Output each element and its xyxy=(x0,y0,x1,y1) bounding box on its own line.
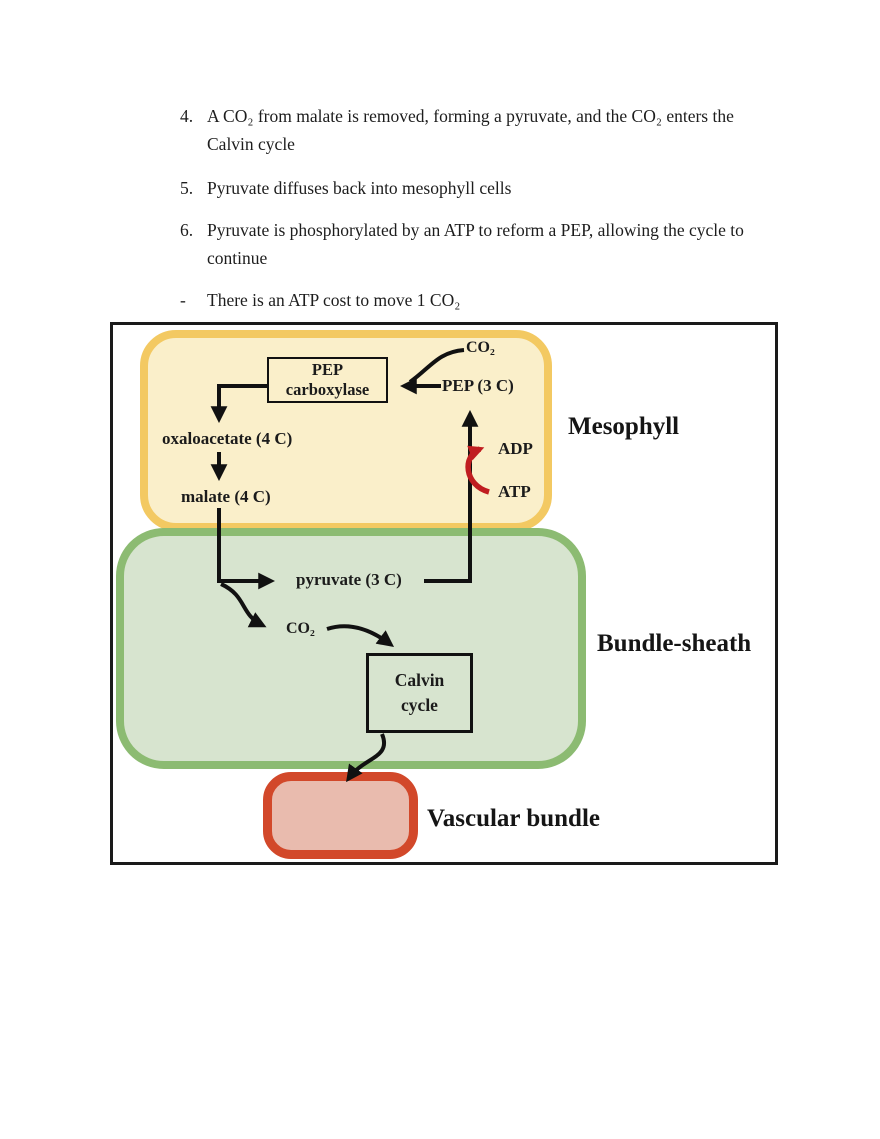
note-text: Pyruvate diffuses back into mesophyll ce… xyxy=(207,178,512,198)
calvin-cycle-box: Calvin cycle xyxy=(366,653,473,733)
pyruvate-label: pyruvate (3 C) xyxy=(296,570,402,589)
calvin-cycle-label-line1: Calvin xyxy=(394,670,445,690)
note-text: A CO₂ from malate is removed, forming a … xyxy=(207,106,734,154)
co2-top-label: CO₂ xyxy=(466,339,495,356)
bundle-sheath-region-label: Bundle-sheath xyxy=(597,630,752,657)
note-text: Pyruvate is phosphorylated by an ATP to … xyxy=(207,220,744,268)
malate-label: malate (4 C) xyxy=(181,487,271,506)
mesophyll-cell xyxy=(140,330,552,531)
bundle-sheath-cell xyxy=(116,528,586,769)
note-marker: - xyxy=(180,290,186,310)
oxaloacetate-label: oxaloacetate (4 C) xyxy=(162,429,293,448)
pep-carboxylase-label-line1: PEP xyxy=(311,360,344,379)
pep-carboxylase-box: PEP carboxylase xyxy=(267,357,388,403)
vascular-bundle-cell xyxy=(263,772,418,859)
co2-inner-label: CO₂ xyxy=(286,620,315,637)
note-item-6: 6. Pyruvate is phosphorylated by an ATP … xyxy=(180,217,758,272)
atp-label: ATP xyxy=(498,482,531,501)
note-item-5: 5. Pyruvate diffuses back into mesophyll… xyxy=(180,175,758,203)
calvin-cycle-label-line2: cycle xyxy=(401,695,438,715)
mesophyll-region-label: Mesophyll xyxy=(568,413,680,440)
vascular-bundle-region-label: Vascular bundle xyxy=(427,805,600,832)
note-marker: 6. xyxy=(180,220,194,240)
adp-label: ADP xyxy=(498,439,533,458)
pep-3c-label: PEP (3 C) xyxy=(442,376,514,395)
note-marker: 4. xyxy=(180,106,194,126)
note-marker: 5. xyxy=(180,178,194,198)
note-text: There is an ATP cost to move 1 CO₂ xyxy=(207,290,461,310)
note-item-4: 4. A CO₂ from malate is removed, forming… xyxy=(180,103,758,158)
note-item-dash: - There is an ATP cost to move 1 CO₂ xyxy=(180,287,758,315)
pep-carboxylase-label-line2: carboxylase xyxy=(285,380,370,399)
